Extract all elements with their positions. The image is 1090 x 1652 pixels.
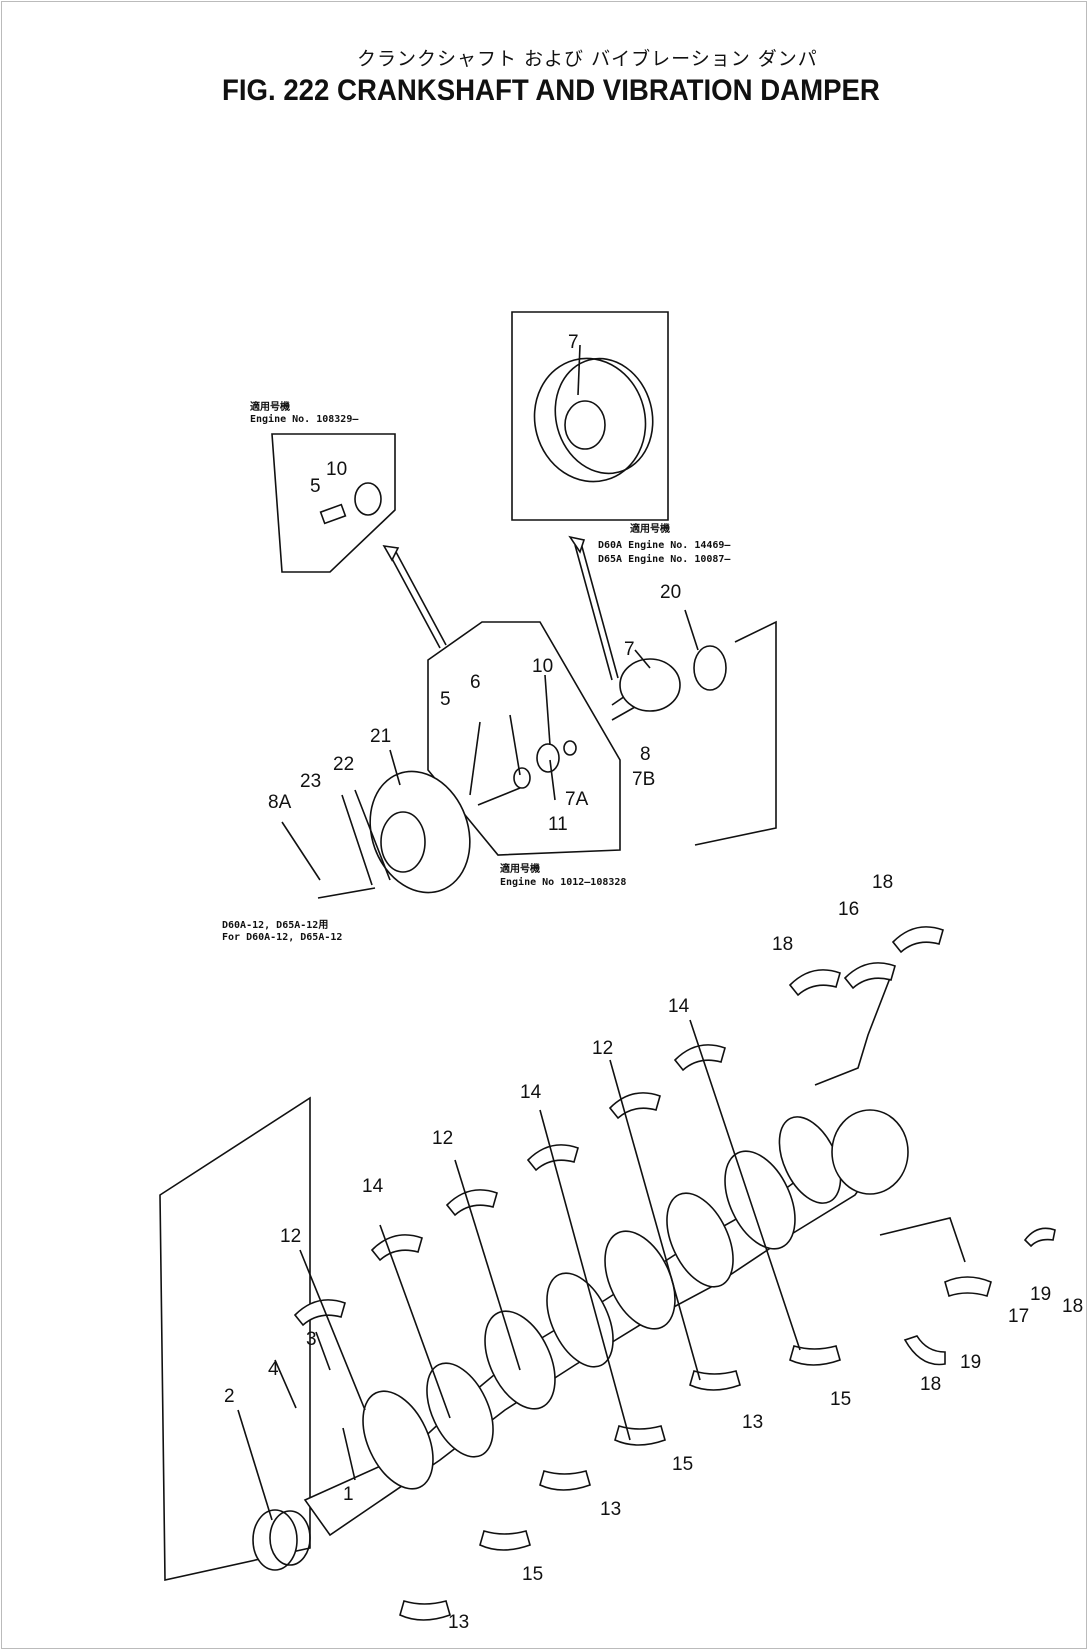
title-japanese: クランクシャフト および バイブレーション ダンパ	[357, 48, 818, 70]
note-upper-left-jp: 適用号機	[250, 400, 290, 413]
note-upper-left-en: Engine No. 108329—	[250, 413, 359, 425]
callout-7-inset: 7	[568, 332, 579, 353]
callout-18-c: 18	[1062, 1296, 1083, 1317]
callout-12-b: 12	[432, 1128, 453, 1149]
leader-lines	[237, 344, 801, 1521]
title-english: FIG. 222 CRANKSHAFT AND VIBRATION DAMPER	[222, 74, 880, 107]
callout-10-inset: 10	[326, 459, 347, 480]
callout-4: 4	[268, 1359, 279, 1380]
note-lower-left-en: For D60A-12, D65A-12	[222, 932, 342, 943]
note-center-en: Engine No 1012—108328	[500, 876, 626, 888]
callout-14-a: 14	[668, 996, 690, 1017]
inset-bolt	[271, 433, 396, 573]
callout-6: 6	[470, 672, 481, 693]
callout-23: 23	[300, 771, 321, 792]
callout-14-b: 14	[520, 1082, 542, 1103]
callout-numbers: 7 10 5 20 7 10 6 5 21 22 23 8A 8 7B 7A 1…	[224, 332, 1083, 1633]
callout-15-b: 15	[672, 1454, 693, 1475]
callout-1: 1	[343, 1484, 354, 1505]
callout-18-d: 18	[920, 1374, 941, 1395]
callout-3: 3	[306, 1329, 317, 1350]
arrows	[382, 535, 619, 681]
callout-2: 2	[224, 1386, 235, 1407]
crankshaft	[159, 977, 966, 1581]
callout-18-b: 18	[772, 934, 793, 955]
callout-10: 10	[532, 656, 553, 677]
inset-pulley	[511, 311, 669, 521]
text-notes: 適用号機 Engine No. 108329— 適用号機 D60A Engine…	[222, 400, 731, 943]
note-upper-right-jp: 適用号機	[630, 522, 670, 535]
callout-5-inset: 5	[310, 476, 321, 497]
callout-12-a: 12	[592, 1038, 613, 1059]
callout-7: 7	[624, 639, 635, 660]
callout-18-a: 18	[872, 872, 893, 893]
callout-5: 5	[440, 689, 451, 710]
callout-13-b: 13	[600, 1499, 621, 1520]
callout-20: 20	[660, 582, 681, 603]
callout-15-c: 15	[830, 1389, 851, 1410]
note-upper-right-d60a: D60A Engine No. 14469—	[598, 539, 731, 551]
damper-assembly	[317, 620, 777, 899]
callout-12-c: 12	[280, 1226, 301, 1247]
callout-8: 8	[640, 744, 651, 765]
callout-8A: 8A	[268, 792, 292, 813]
note-center-jp: 適用号機	[500, 862, 540, 875]
callout-17: 17	[1008, 1306, 1029, 1327]
bearing-shells	[293, 926, 1056, 1621]
callout-16: 16	[838, 899, 859, 920]
callout-14-c: 14	[362, 1176, 384, 1197]
callout-15-a: 15	[522, 1564, 543, 1585]
callout-11: 11	[548, 814, 568, 835]
note-lower-left-jp: D60A-12, D65A-12用	[222, 919, 328, 931]
callout-22: 22	[333, 754, 354, 775]
callout-19-a: 19	[1030, 1284, 1051, 1305]
callout-13-c: 13	[742, 1412, 763, 1433]
note-upper-right-d65a: D65A Engine No. 10087—	[598, 553, 731, 565]
callout-7A: 7A	[565, 789, 589, 810]
callout-13-a: 13	[448, 1612, 469, 1633]
callout-21: 21	[370, 726, 391, 747]
callout-7B: 7B	[632, 769, 655, 790]
callout-19-b: 19	[960, 1352, 981, 1373]
